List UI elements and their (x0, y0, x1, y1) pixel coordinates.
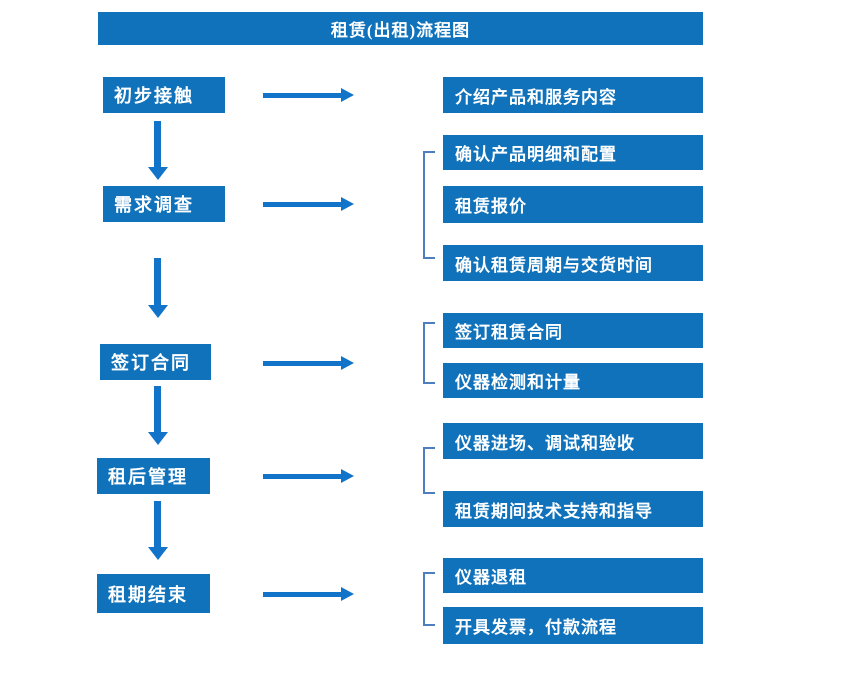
detail-box-instrument-setup-acceptance: 仪器进场、调试和验收 (443, 423, 703, 459)
detail-box-technical-support: 租赁期间技术支持和指导 (443, 491, 703, 527)
step-box-initial-contact: 初步接触 (103, 77, 225, 113)
step-box-demand-survey: 需求调查 (103, 186, 225, 222)
arrow-head-icon (148, 305, 168, 318)
arrow-shaft (263, 592, 341, 597)
arrow-head-icon (341, 356, 354, 370)
right-arrow (263, 469, 354, 483)
arrow-shaft (154, 258, 161, 305)
arrow-shaft (263, 93, 341, 98)
detail-box-invoice-payment: 开具发票，付款流程 (443, 607, 703, 644)
step-box-rental-end: 租期结束 (97, 574, 210, 613)
down-arrow (148, 121, 168, 180)
title-bar: 租赁(出租)流程图 (98, 12, 703, 45)
arrow-shaft (154, 501, 161, 547)
right-arrow (263, 197, 354, 211)
arrow-head-icon (341, 88, 354, 102)
step-box-post-rental-management: 租后管理 (97, 458, 210, 494)
arrow-shaft (154, 121, 161, 167)
group-bracket (423, 572, 435, 626)
down-arrow (148, 501, 168, 560)
arrow-head-icon (148, 167, 168, 180)
arrow-head-icon (341, 469, 354, 483)
group-bracket (423, 322, 435, 384)
arrow-head-icon (148, 432, 168, 445)
group-bracket (423, 151, 435, 259)
page-title: 租赁(出租)流程图 (330, 21, 471, 40)
step-box-sign-contract: 签订合同 (100, 344, 211, 380)
arrow-shaft (154, 386, 161, 432)
arrow-head-icon (341, 197, 354, 211)
arrow-head-icon (148, 547, 168, 560)
arrow-head-icon (341, 587, 354, 601)
right-arrow (263, 356, 354, 370)
detail-box-introduce-products: 介绍产品和服务内容 (443, 77, 703, 113)
right-arrow (263, 587, 354, 601)
down-arrow (148, 258, 168, 318)
arrow-shaft (263, 474, 341, 479)
detail-box-confirm-product-config: 确认产品明细和配置 (443, 135, 703, 170)
detail-box-sign-rental-contract: 签订租赁合同 (443, 313, 703, 348)
detail-box-confirm-period-delivery: 确认租赁周期与交货时间 (443, 245, 703, 281)
right-arrow (263, 88, 354, 102)
detail-box-instrument-testing: 仪器检测和计量 (443, 363, 703, 398)
arrow-shaft (263, 202, 341, 207)
detail-box-instrument-return: 仪器退租 (443, 558, 703, 593)
group-bracket (423, 447, 435, 494)
down-arrow (148, 386, 168, 445)
arrow-shaft (263, 361, 341, 366)
detail-box-rental-quotation: 租赁报价 (443, 186, 703, 223)
